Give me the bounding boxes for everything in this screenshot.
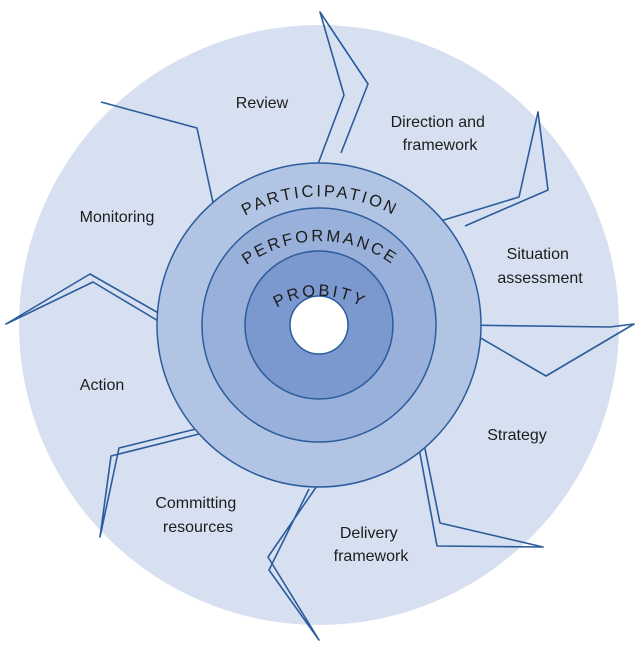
stage-label-review: Review: [236, 95, 289, 112]
center-hub: [289, 295, 349, 355]
stage-label-delivery: Delivery framework: [334, 525, 410, 565]
stage-label-monitoring: Monitoring: [80, 209, 155, 226]
stage-label-situation: Situation assessment: [497, 246, 583, 287]
stage-label-strategy: Strategy: [487, 427, 547, 444]
stage-label-direction: Direction and framework: [391, 114, 490, 154]
arrow-outlines: [5, 11, 635, 641]
stage-label-committing: Committing resources: [155, 495, 240, 536]
stage-label-action: Action: [80, 377, 124, 394]
